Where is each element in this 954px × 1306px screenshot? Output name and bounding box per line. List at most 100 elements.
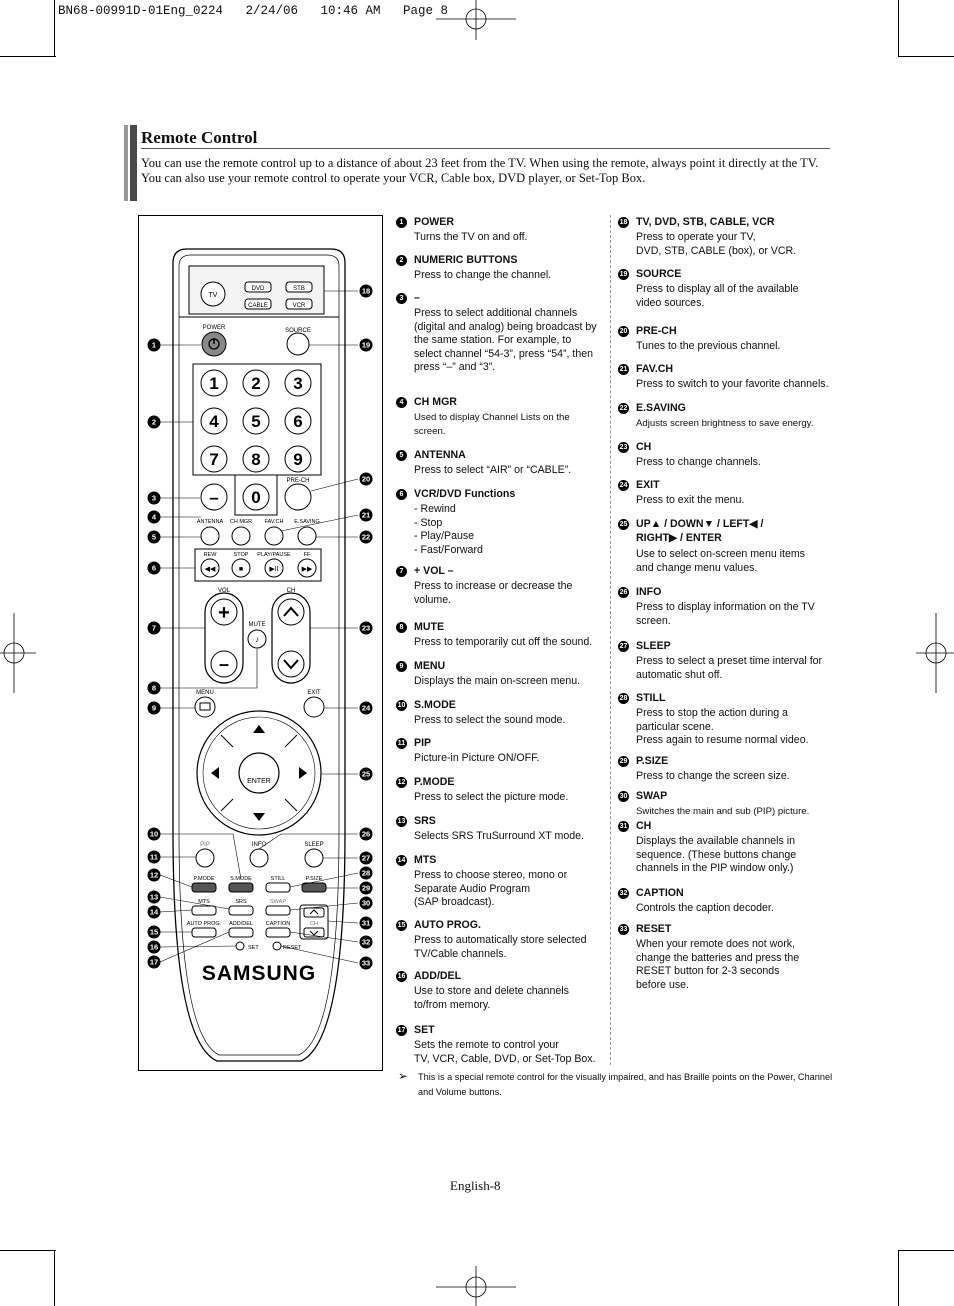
entry-description: Press to select a preset time interval f…	[636, 655, 823, 681]
ff-label: FF	[304, 552, 311, 558]
callout-number: 26	[362, 830, 370, 839]
callout-number: 27	[362, 854, 370, 863]
entry-name: NUMERIC BUTTONS	[414, 254, 518, 266]
entry-number: 19	[618, 269, 629, 280]
reset-label: RESET	[283, 945, 302, 951]
section-title: Remote Control	[141, 128, 258, 147]
entry-number: 14	[396, 855, 407, 866]
entry-number: 9	[396, 661, 407, 672]
digit-7: 7	[209, 450, 218, 469]
entry-name: AUTO PROG.	[414, 919, 481, 931]
entry-description: Press to change the screen size.	[636, 770, 790, 782]
autoprog-label: AUTO PROG.	[187, 921, 222, 927]
digit-6: 6	[293, 412, 302, 431]
sleep-label: SLEEP	[304, 842, 323, 848]
callout-bubble	[359, 284, 373, 298]
callout-number: 10	[150, 830, 158, 839]
entry-description: Press to select additional channels (dig…	[414, 307, 597, 374]
callout-number: 9	[152, 704, 156, 713]
entry-name: MUTE	[414, 621, 445, 633]
entry-name: FAV.CH	[636, 363, 674, 375]
entry-description: Press to exit the menu.	[636, 494, 745, 506]
entry-number: 3	[396, 293, 407, 304]
entry-name: CAPTION	[636, 887, 684, 899]
pip-label: PIP	[200, 842, 210, 848]
digit-3: 3	[293, 374, 302, 393]
svg-text:■: ■	[239, 566, 243, 573]
note-text: This is a special remote control for the…	[418, 1072, 833, 1097]
callout-number: 13	[150, 893, 158, 902]
entry-description: Used to display Channel Lists on the scr…	[414, 412, 570, 437]
callout-bubble	[147, 701, 161, 715]
entry-description: Sets the remote to control your TV, VCR,…	[414, 1039, 596, 1065]
callout-bubble	[359, 767, 373, 781]
entry-name: POWER	[414, 216, 455, 228]
entry-name: P.SIZE	[636, 755, 669, 767]
rew-label: REW	[204, 552, 218, 558]
entry-description: Press to display all of the available vi…	[636, 283, 799, 309]
callout-bubble	[359, 827, 373, 841]
callout-number: 24	[362, 704, 371, 713]
callout-bubble	[359, 881, 373, 895]
callout-number: 32	[362, 938, 370, 947]
adddel-label: ADD/DEL	[229, 921, 253, 927]
callout-bubble	[147, 491, 161, 505]
entry-name: INFO	[636, 586, 662, 598]
svg-text:+: +	[218, 602, 230, 624]
entry-description: Press to change channels.	[636, 456, 761, 468]
crop-mark	[54, 0, 55, 56]
digit-0: 0	[251, 488, 260, 507]
callout-bubble	[359, 851, 373, 865]
page-footer: English-8	[450, 1178, 501, 1193]
callout-bubble	[147, 890, 161, 904]
still-label: STILL	[271, 876, 286, 882]
callout-number: 28	[362, 869, 370, 878]
crop-mark	[0, 1250, 56, 1251]
callout-number: 6	[152, 564, 156, 573]
entry-number: 23	[618, 442, 629, 453]
entry-description: Press to change the channel.	[414, 269, 552, 281]
digit-8: 8	[251, 450, 260, 469]
entry-number: 21	[618, 364, 629, 375]
callout-number: 15	[150, 928, 158, 937]
note-arrow-icon: ➢	[398, 1069, 409, 1083]
svg-text:♪: ♪	[255, 635, 259, 644]
pmode-label: P.MODE	[194, 876, 215, 882]
srs-label: SRS	[235, 899, 247, 905]
callout-bubble	[359, 621, 373, 635]
swap-label: SWAP	[270, 899, 286, 905]
crop-mark	[54, 1250, 55, 1306]
entry-description: When your remote does not work, change t…	[636, 938, 800, 991]
callout-number: 14	[150, 908, 159, 917]
callout-bubble	[359, 896, 373, 910]
entry-name: E.SAVING	[636, 402, 686, 414]
callout-number: 30	[362, 899, 370, 908]
callout-number: 18	[362, 287, 370, 296]
callout-number: 11	[150, 853, 158, 862]
callout-bubble	[147, 681, 161, 695]
entry-name: MENU	[414, 660, 446, 672]
info-label: INFO	[252, 842, 267, 848]
dvd-label: DVD	[252, 286, 265, 292]
callout-number: 31	[362, 919, 370, 928]
entry-description: Press to display information on the TV s…	[636, 601, 815, 627]
callout-number: 16	[150, 943, 158, 952]
callout-bubble	[147, 868, 161, 882]
entry-description: Use to select on-screen menu items and c…	[636, 548, 805, 574]
callout-number: 20	[362, 475, 370, 484]
entry-name: + VOL –	[414, 565, 454, 577]
enter-label: ENTER	[247, 778, 271, 785]
callout-number: 19	[362, 341, 370, 350]
entry-number: 20	[618, 326, 629, 337]
entry-name: S.MODE	[414, 699, 456, 711]
entry-number: 15	[396, 920, 407, 931]
callout-bubble	[359, 508, 373, 522]
digit-1: 1	[209, 374, 218, 393]
ch-label: CH	[287, 588, 296, 594]
print-header: BN68-00991D-01Eng_0224 2/24/06 10:46 AM …	[58, 4, 449, 18]
entry-number: 7	[396, 566, 407, 577]
entry-name: SOURCE	[636, 268, 682, 280]
entry-number: 8	[396, 622, 407, 633]
psize-label: P.SIZE	[306, 876, 323, 882]
callout-number: 8	[152, 684, 156, 693]
